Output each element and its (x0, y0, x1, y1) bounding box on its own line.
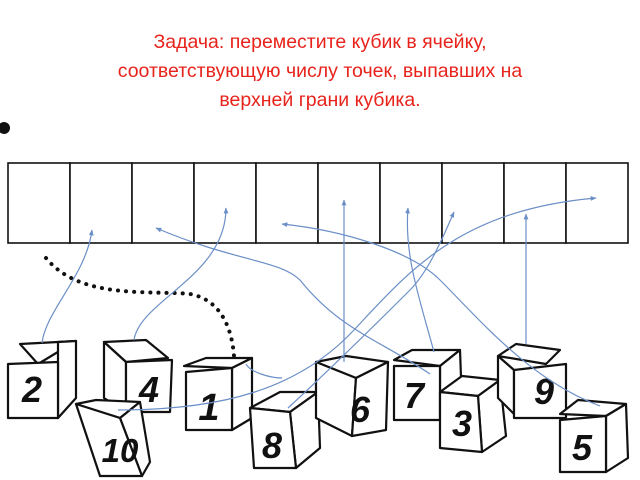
cube-4[interactable]: 4 (102, 338, 174, 414)
grid-cell-2[interactable] (69, 162, 133, 244)
arrow-path-icon (117, 196, 597, 411)
arrow-path-icon (245, 363, 283, 379)
arrow-path-icon (281, 222, 601, 407)
dotted-path-line (44, 256, 236, 358)
arrow-path-icon (155, 227, 431, 375)
cube-number: 3 (452, 403, 472, 444)
grid-cell-7[interactable] (379, 162, 443, 244)
cube-number: 4 (138, 369, 159, 410)
cube-10[interactable]: 10 (74, 398, 152, 478)
cube-9[interactable]: 9 (496, 342, 568, 420)
grid-cell-6[interactable] (317, 162, 381, 244)
cube-number: 9 (534, 371, 554, 412)
cube-8[interactable]: 8 (248, 390, 322, 470)
cube-number: 10 (102, 432, 139, 469)
cube-3[interactable]: 3 (438, 374, 508, 454)
arrow-layer (41, 196, 601, 411)
grid-cell-10[interactable] (565, 162, 629, 244)
grid-cell-3[interactable] (131, 162, 195, 244)
task-title-line-2: соответствующую числу точек, выпавших на (117, 60, 523, 82)
grid-cell-8[interactable] (441, 162, 505, 244)
cube-6[interactable]: 6 (314, 354, 390, 438)
grid-cell-5[interactable] (255, 162, 319, 244)
bullet-dot-icon (0, 122, 10, 134)
cube-2[interactable]: 2 (6, 339, 78, 420)
arrow-path-icon (405, 207, 435, 353)
cube-5[interactable]: 5 (558, 398, 630, 474)
cube-7[interactable]: 7 (392, 348, 464, 422)
arrow-path-icon (133, 207, 229, 341)
cube-number: 5 (572, 427, 593, 468)
cube-number: 7 (404, 375, 426, 416)
grid-cell-4[interactable] (193, 162, 257, 244)
task-title-line-1: Задача: переместите кубик в ячейку, (153, 31, 487, 53)
cube-number: 6 (350, 389, 371, 430)
arrow-path-icon (41, 229, 94, 344)
cube-1[interactable]: 1 (182, 356, 254, 432)
arrow-path-icon (287, 211, 455, 409)
cube-number: 8 (262, 425, 282, 466)
cube-layer: 2 4 10 1 8 6 (6, 338, 630, 478)
cell-grid (7, 162, 629, 244)
cube-number: 1 (198, 387, 219, 429)
cube-number: 2 (21, 369, 42, 410)
grid-cell-1[interactable] (7, 162, 71, 244)
task-title-line-3: верхней грани кубика. (219, 89, 421, 111)
task-title: Задача: переместите кубик в ячейку, соот… (40, 28, 600, 115)
